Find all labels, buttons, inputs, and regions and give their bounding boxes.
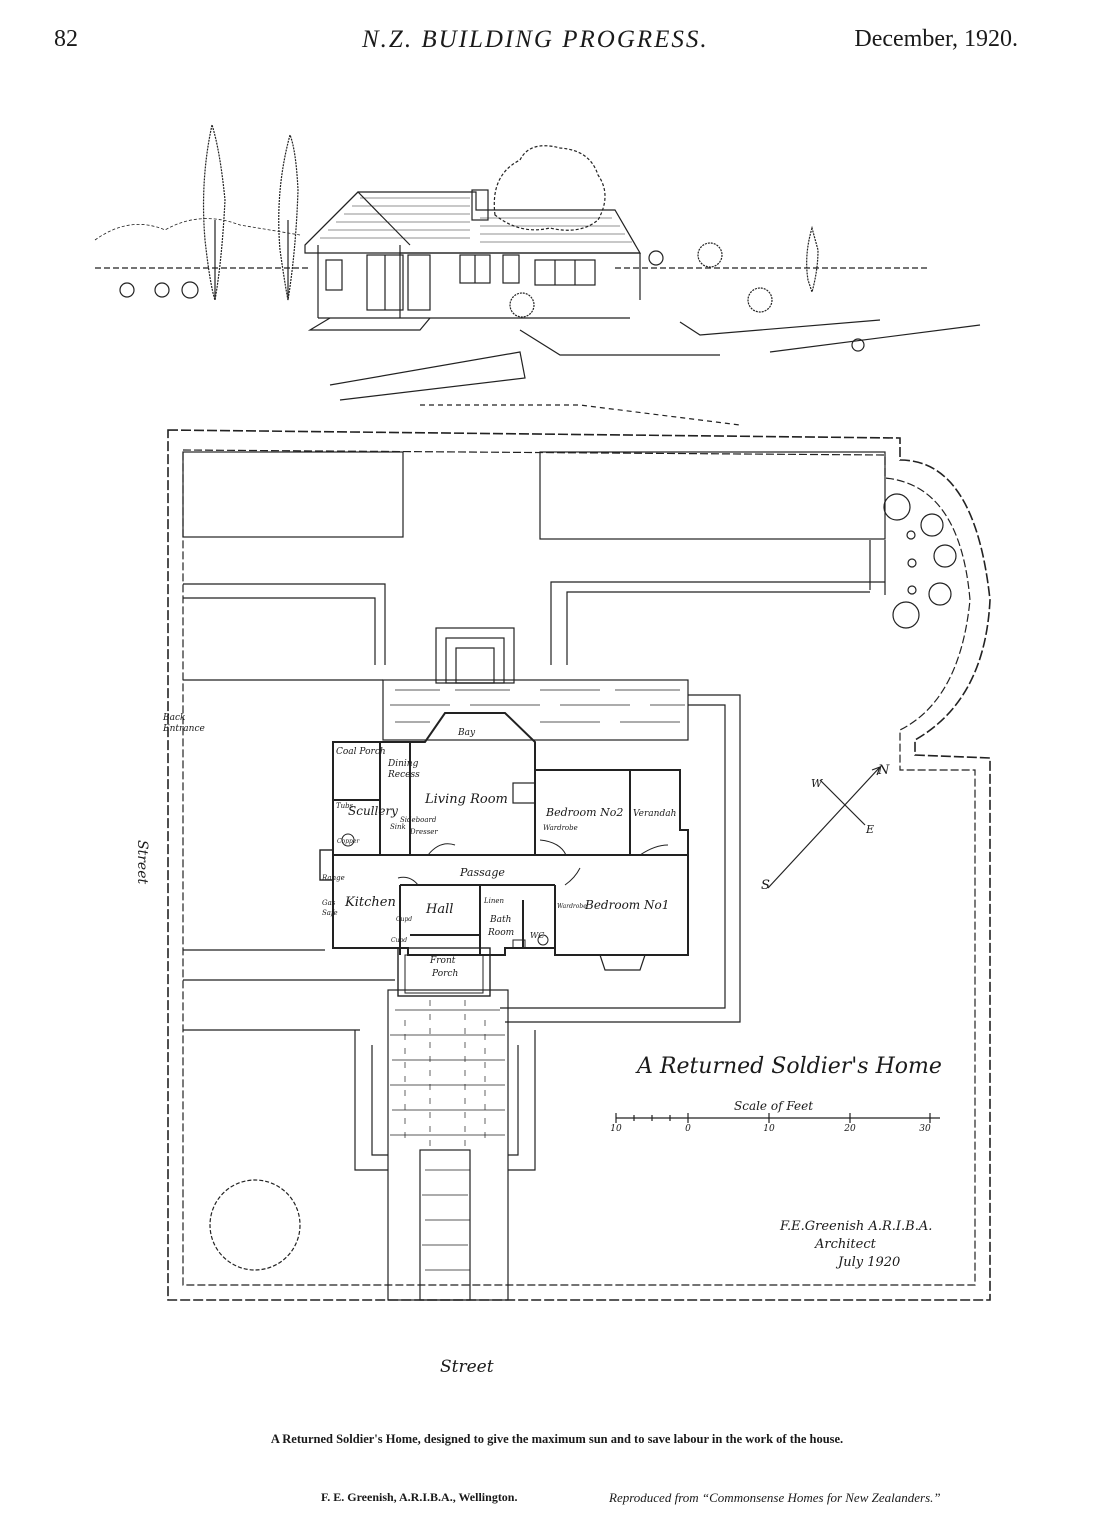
room-label: Front: [429, 956, 456, 966]
compass-rose: [767, 765, 882, 889]
room-label: Gas: [322, 899, 336, 907]
plan-title: A Returned Soldier's Home: [635, 1054, 942, 1079]
room-label: Dresser: [409, 828, 438, 836]
compass-n: N: [877, 763, 890, 778]
street-label-bottom: Street: [440, 1357, 494, 1377]
room-label: Porch: [431, 969, 458, 979]
journal-title: N.Z. BUILDING PROGRESS.: [362, 26, 709, 53]
scale-tick: 0: [685, 1124, 691, 1134]
room-label: Wardrobe: [543, 824, 578, 832]
room-label: Wardrobe: [557, 903, 587, 910]
room-label: Sink: [390, 823, 406, 831]
figure-caption: A Returned Soldier's Home, designed to g…: [270, 1432, 844, 1446]
room-label: Linen: [483, 897, 505, 905]
room-label: Hall: [425, 902, 453, 917]
room-label: Living Room: [424, 792, 508, 807]
room-label: Passage: [459, 866, 505, 879]
compass-s: S: [761, 878, 770, 893]
architectural-drawing: A Returned Soldier's Home Scale of Feet …: [94, 122, 991, 1377]
street-label-side: Street: [134, 840, 150, 884]
room-label: Bedroom No2: [545, 806, 623, 819]
room-label: Bay: [457, 728, 476, 738]
room-label: WC: [530, 931, 544, 940]
room-label: Room: [487, 928, 514, 938]
room-label: Safe: [322, 909, 338, 917]
back-entrance-label: Entrance: [162, 724, 205, 734]
back-entrance-label: Back: [162, 713, 185, 723]
signature-line: F.E.Greenish A.R.I.B.A.: [779, 1219, 932, 1234]
floor-plan: [319, 712, 689, 997]
compass-w: W: [811, 777, 824, 790]
room-label: Bedroom No1: [584, 898, 669, 912]
room-label: Cupd: [396, 916, 412, 923]
room-label: Scullery: [348, 804, 398, 818]
reproduction-note: Reproduced from “Commonsense Homes for N…: [609, 1490, 941, 1505]
scale-tick: 30: [919, 1124, 931, 1134]
room-label: Range: [321, 874, 345, 882]
room-label: Copper: [337, 838, 360, 845]
signature-line: Architect: [814, 1237, 877, 1252]
scale-bar: [615, 1113, 940, 1123]
scale-tick: 10: [763, 1124, 775, 1134]
room-label: Bath: [489, 915, 511, 925]
room-label: Cupd: [391, 937, 407, 944]
room-label: Coal Porch: [336, 747, 386, 757]
house-perspective-sketch: [94, 122, 981, 426]
site-plan: [167, 429, 991, 1301]
architect-credit: F. E. Greenish, A.R.I.B.A., Wellington.: [321, 1490, 518, 1504]
signature-line: July 1920: [835, 1255, 900, 1270]
room-label: Sideboard: [400, 816, 437, 824]
room-label: Dining: [387, 759, 419, 769]
scale-tick: 20: [843, 1124, 856, 1134]
scale-tick: 10: [610, 1124, 622, 1134]
plan-labels: A Returned Soldier's Home Scale of Feet …: [134, 713, 942, 1377]
room-label: Recess: [387, 770, 420, 780]
page-number: 82: [54, 26, 78, 52]
room-label: Verandah: [633, 809, 676, 819]
room-label: Kitchen: [344, 895, 396, 910]
scale-label: Scale of Feet: [734, 1099, 813, 1113]
compass-e: E: [865, 823, 874, 836]
issue-date: December, 1920.: [854, 26, 1018, 52]
room-label: Tubs: [336, 802, 354, 810]
